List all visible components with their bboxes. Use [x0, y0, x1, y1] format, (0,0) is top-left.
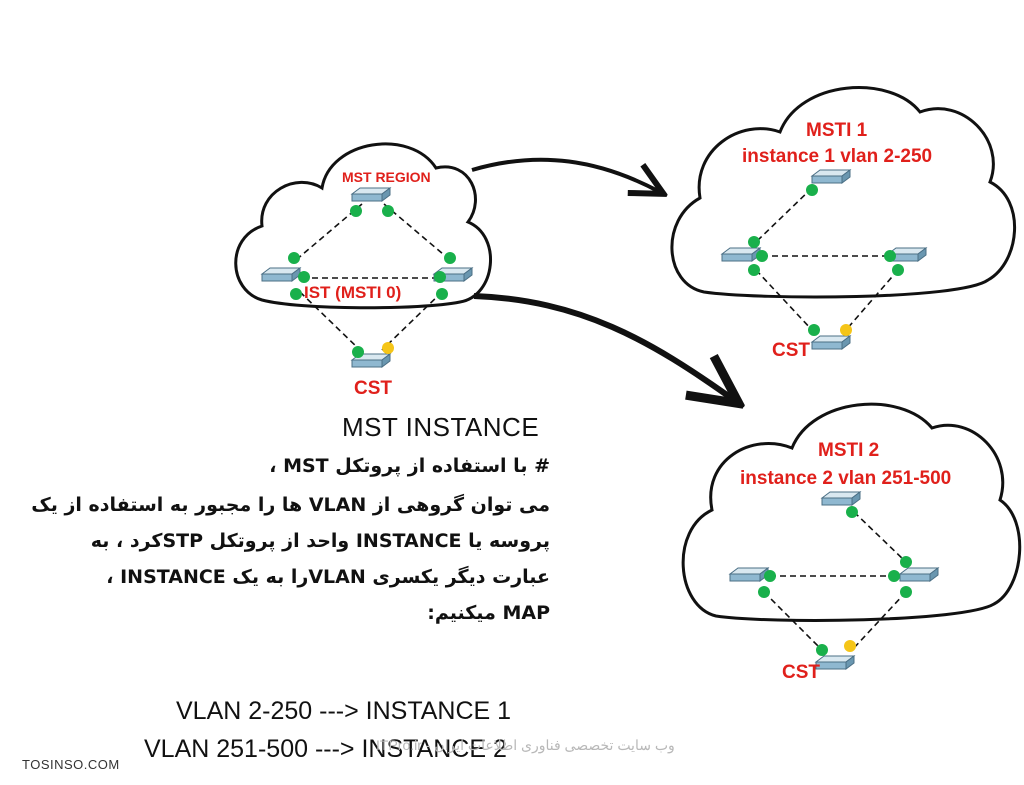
heading: MST INSTANCE — [342, 412, 540, 442]
description-para4: MAP میکنیم: — [427, 602, 550, 624]
switch-right — [898, 567, 940, 582]
cloud-outline — [234, 142, 492, 310]
description-line1: # با استفاده از پروتکل MST ، — [269, 455, 550, 477]
switch-top — [820, 491, 862, 506]
switch-left — [728, 567, 770, 582]
main-cst-label: CST — [354, 378, 392, 399]
description-para3: عبارت دیگر یکسری VLANرا به یک INSTANCE ، — [106, 566, 550, 588]
watermark: ITPro.ir - وب سایت تخصصی فناوری اطلاعات … — [376, 737, 675, 753]
msti2-cloud: MSTI 2 instance 2 vlan 251-500 — [681, 402, 1022, 683]
arrow-to-msti1 — [471, 157, 660, 192]
port-dots — [748, 184, 904, 336]
site-name: TOSINSO.COM — [22, 757, 120, 772]
mst-region-cloud: MST REGION — [234, 142, 492, 399]
ist-label: IST (MSTI 0) — [304, 283, 401, 302]
switch-left — [720, 247, 762, 262]
switch-bottom — [810, 335, 852, 350]
switch-right — [432, 267, 474, 282]
description-block: # با استفاده از پروتکل MST ، می توان گرو… — [20, 455, 550, 631]
arrow-to-msti2 — [473, 293, 734, 400]
msti2-subtitle: instance 2 vlan 251-500 — [740, 468, 951, 489]
cloud-outline — [670, 86, 1016, 299]
mapping-line2: VLAN 251-500 ---> INSTANCE 2 — [144, 735, 507, 763]
mst-region-title: MST REGION — [342, 169, 431, 185]
port-dots — [288, 205, 456, 358]
msti1-cst-label: CST — [772, 340, 810, 361]
port-dots — [758, 506, 912, 656]
msti2-cst-label: CST — [782, 662, 820, 683]
switch-bottom — [814, 655, 856, 670]
mapping-line1: VLAN 2-250 ---> INSTANCE 1 — [176, 697, 512, 725]
msti1-title: MSTI 1 — [806, 120, 868, 141]
switch-left — [260, 267, 302, 282]
msti1-cloud: MSTI 1 instance 1 vlan 2-250 — [670, 86, 1016, 361]
description-para2: پروسه یا INSTANCE واحد از پروتکل STPکرد … — [90, 530, 550, 552]
msti1-subtitle: instance 1 vlan 2-250 — [742, 146, 932, 167]
description-para1: می توان گروهی از VLAN ها را مجبور به است… — [31, 494, 550, 516]
switch-top — [810, 169, 852, 184]
switch-top — [350, 187, 392, 202]
msti2-title: MSTI 2 — [818, 440, 879, 461]
